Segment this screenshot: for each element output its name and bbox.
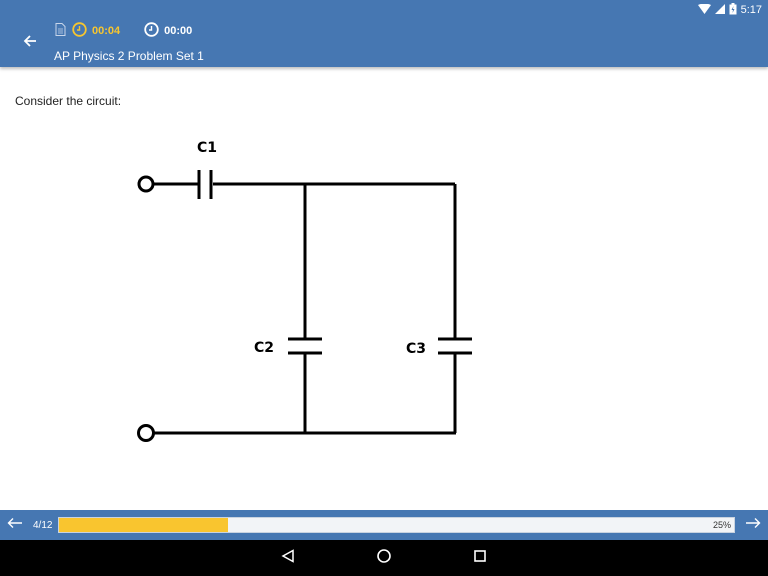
clock-icon xyxy=(144,22,159,40)
document-icon[interactable] xyxy=(55,23,66,39)
total-timer-value: 00:00 xyxy=(164,25,193,37)
system-nav-bar xyxy=(0,540,768,576)
back-arrow-icon xyxy=(23,34,37,53)
total-timer: 00:00 xyxy=(144,22,192,40)
next-arrow-icon xyxy=(745,516,761,534)
clock-icon xyxy=(72,22,87,40)
progress-percent: 25% xyxy=(712,520,731,530)
previous-arrow-icon xyxy=(7,516,23,534)
battery-icon xyxy=(729,2,737,18)
circuit-diagram: C1 C2 C3 xyxy=(137,140,472,442)
c1-label: C1 xyxy=(197,140,217,156)
question-timer: 00:04 xyxy=(72,22,120,40)
c2-label: C2 xyxy=(254,340,274,356)
progress-bar: 4/12 25% xyxy=(0,510,768,540)
system-recents-button[interactable] xyxy=(470,548,490,568)
app-bar: 5:17 00:04 00:00 AP Physics 2 Problem Se… xyxy=(0,0,768,67)
progress-track: 25% xyxy=(58,517,735,533)
question-timer-value: 00:04 xyxy=(92,25,121,37)
timers: 00:04 00:00 xyxy=(55,22,192,40)
home-circle-icon xyxy=(376,548,392,569)
recents-square-icon xyxy=(473,549,487,568)
page-title: AP Physics 2 Problem Set 1 xyxy=(54,49,204,63)
c3-label: C3 xyxy=(406,341,426,357)
wifi-icon xyxy=(697,3,711,17)
previous-button[interactable] xyxy=(6,516,24,534)
back-button[interactable] xyxy=(18,31,42,55)
back-triangle-icon xyxy=(281,548,295,568)
question-counter: 4/12 xyxy=(33,520,53,531)
question-content: Consider the circuit: C1 C2 xyxy=(0,67,768,510)
question-text: Consider the circuit: xyxy=(15,94,122,108)
system-home-button[interactable] xyxy=(374,548,394,568)
status-time: 5:17 xyxy=(740,4,762,16)
progress-fill xyxy=(59,518,228,532)
system-back-button[interactable] xyxy=(278,548,298,568)
status-bar: 5:17 xyxy=(697,2,762,18)
next-button[interactable] xyxy=(744,516,762,534)
signal-icon xyxy=(714,3,725,17)
